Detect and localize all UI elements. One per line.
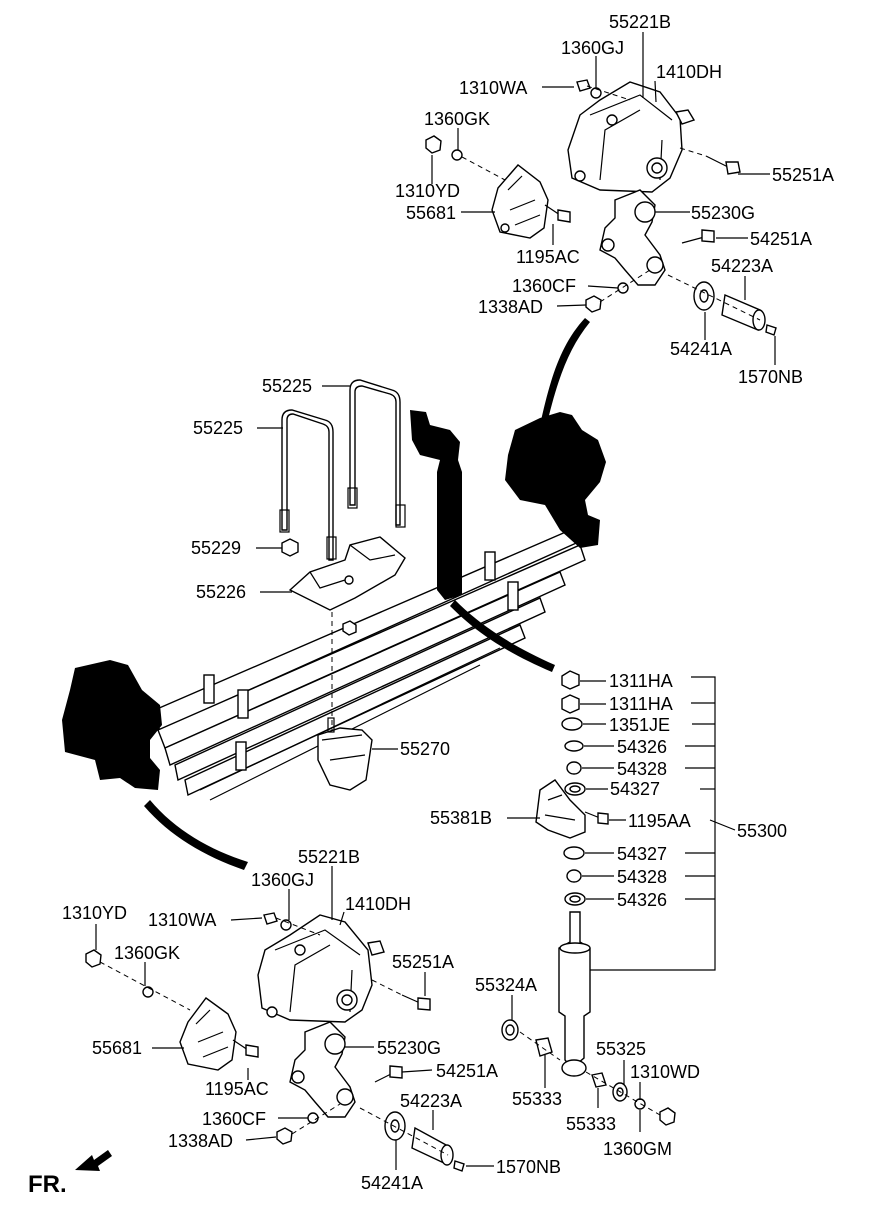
label-shock-washer-je: 1351JE (609, 715, 670, 735)
label-top-plate: 55681 (406, 203, 456, 223)
label-shock-rubber-4: 54327 (617, 844, 667, 864)
label-bot-lock-nut: 1360GK (114, 943, 180, 963)
leaf-spring-assembly (62, 379, 606, 801)
label-shock-nut-wd: 1310WD (630, 1062, 700, 1082)
label-shock-bracket: 55381B (430, 808, 492, 828)
label-bot-pin: 1410DH (345, 894, 411, 914)
label-bot-bracket: 55221B (298, 847, 360, 867)
label-shock-rubber-1: 54326 (617, 737, 667, 757)
label-bot-ad-nut: 1338AD (168, 1131, 233, 1151)
label-top-ad-nut: 1338AD (478, 297, 543, 317)
top-mounting-plate (491, 164, 549, 239)
label-shock-rubber-6: 54326 (617, 890, 667, 910)
label-shock-bracket-bolt: 1195AA (628, 811, 691, 831)
label-bot-small-bolt: 1570NB (496, 1157, 561, 1177)
label-top-shackle-bolt: 54251A (750, 229, 812, 249)
bottom-mounting-plate (179, 997, 237, 1071)
label-shock-bush-325: 55325 (596, 1039, 646, 1059)
label-top-cf-nut: 1360CF (512, 276, 576, 296)
label-top-lock-nut: 1360GK (424, 109, 490, 129)
label-shock-nut-gm: 1360GM (603, 1139, 672, 1159)
label-bot-plate-bolt: 1195AC (205, 1079, 269, 1099)
label-top-small-bolt: 1570NB (738, 367, 803, 387)
rear-spring-hanger (505, 412, 606, 548)
leader-lines (95, 32, 776, 1170)
label-top-nut-yd: 1310YD (395, 181, 460, 201)
label-top-nut-small: 1360GJ (561, 38, 624, 58)
label-bot-cf-nut: 1360CF (202, 1109, 266, 1129)
label-shock-bush-333a: 55333 (512, 1089, 562, 1109)
label-front-marker: FR. (28, 1171, 67, 1198)
u-bolt-lower (281, 409, 334, 561)
shock-absorber-dark (410, 410, 462, 600)
label-ubolt-upper: 55225 (262, 376, 312, 396)
label-ubolt-lower: 55225 (193, 418, 243, 438)
bottom-leader-arrow (144, 800, 248, 870)
label-shock-rubber-3: 54327 (610, 779, 660, 799)
label-top-bracket: 55221B (609, 12, 671, 32)
front-spring-eye-bracket (62, 660, 162, 790)
label-bot-washer: 54241A (361, 1173, 423, 1193)
label-bot-shackle-bolt: 54251A (436, 1061, 498, 1081)
label-spring-seat: 55226 (196, 582, 246, 602)
label-bot-nut-yd: 1310YD (62, 903, 127, 923)
label-shock-nut-1: 1311HA (609, 671, 673, 691)
label-bot-shackle: 55230G (377, 1038, 441, 1058)
label-top-bushing: 54223A (711, 256, 773, 276)
spring-seat (288, 536, 406, 611)
label-top-shackle: 55230G (691, 203, 755, 223)
label-top-pin: 1410DH (656, 62, 722, 82)
bump-stopper (317, 727, 373, 791)
label-top-washer-bolt: 1310WA (459, 78, 527, 98)
label-bot-bushing: 54223A (400, 1091, 462, 1111)
label-ubolt-nut: 55229 (191, 538, 241, 558)
label-bump-stopper: 55270 (400, 739, 450, 759)
front-direction-arrow-icon (75, 1150, 112, 1171)
label-shock-assembly: 55300 (737, 821, 787, 841)
label-shock-bush-a: 55324A (475, 975, 537, 995)
label-shock-bush-333b: 55333 (566, 1114, 616, 1134)
top-leader-arrow (540, 318, 590, 428)
shock-leader-arrow (450, 600, 555, 672)
label-shock-nut-2: 1311HA (609, 694, 673, 714)
label-top-bolt-right: 55251A (772, 165, 834, 185)
label-shock-rubber-5: 54328 (617, 867, 667, 887)
part-labels: 55221B 1360GJ 1310WA 1410DH 55251A 1360G… (28, 12, 834, 1198)
label-bot-nut-small: 1360GJ (251, 870, 314, 890)
label-bot-washer-bolt: 1310WA (148, 910, 216, 930)
shock-upper-bracket (535, 779, 586, 839)
label-top-washer: 54241A (670, 339, 732, 359)
label-top-plate-bolt: 1195AC (516, 247, 580, 267)
label-bot-plate: 55681 (92, 1038, 142, 1058)
shock-mount-stack (501, 670, 676, 1126)
bottom-bracket-assembly (85, 912, 465, 1172)
shock-absorber (558, 911, 591, 1069)
label-shock-rubber-2: 54328 (617, 759, 667, 779)
label-bot-bolt-right: 55251A (392, 952, 454, 972)
